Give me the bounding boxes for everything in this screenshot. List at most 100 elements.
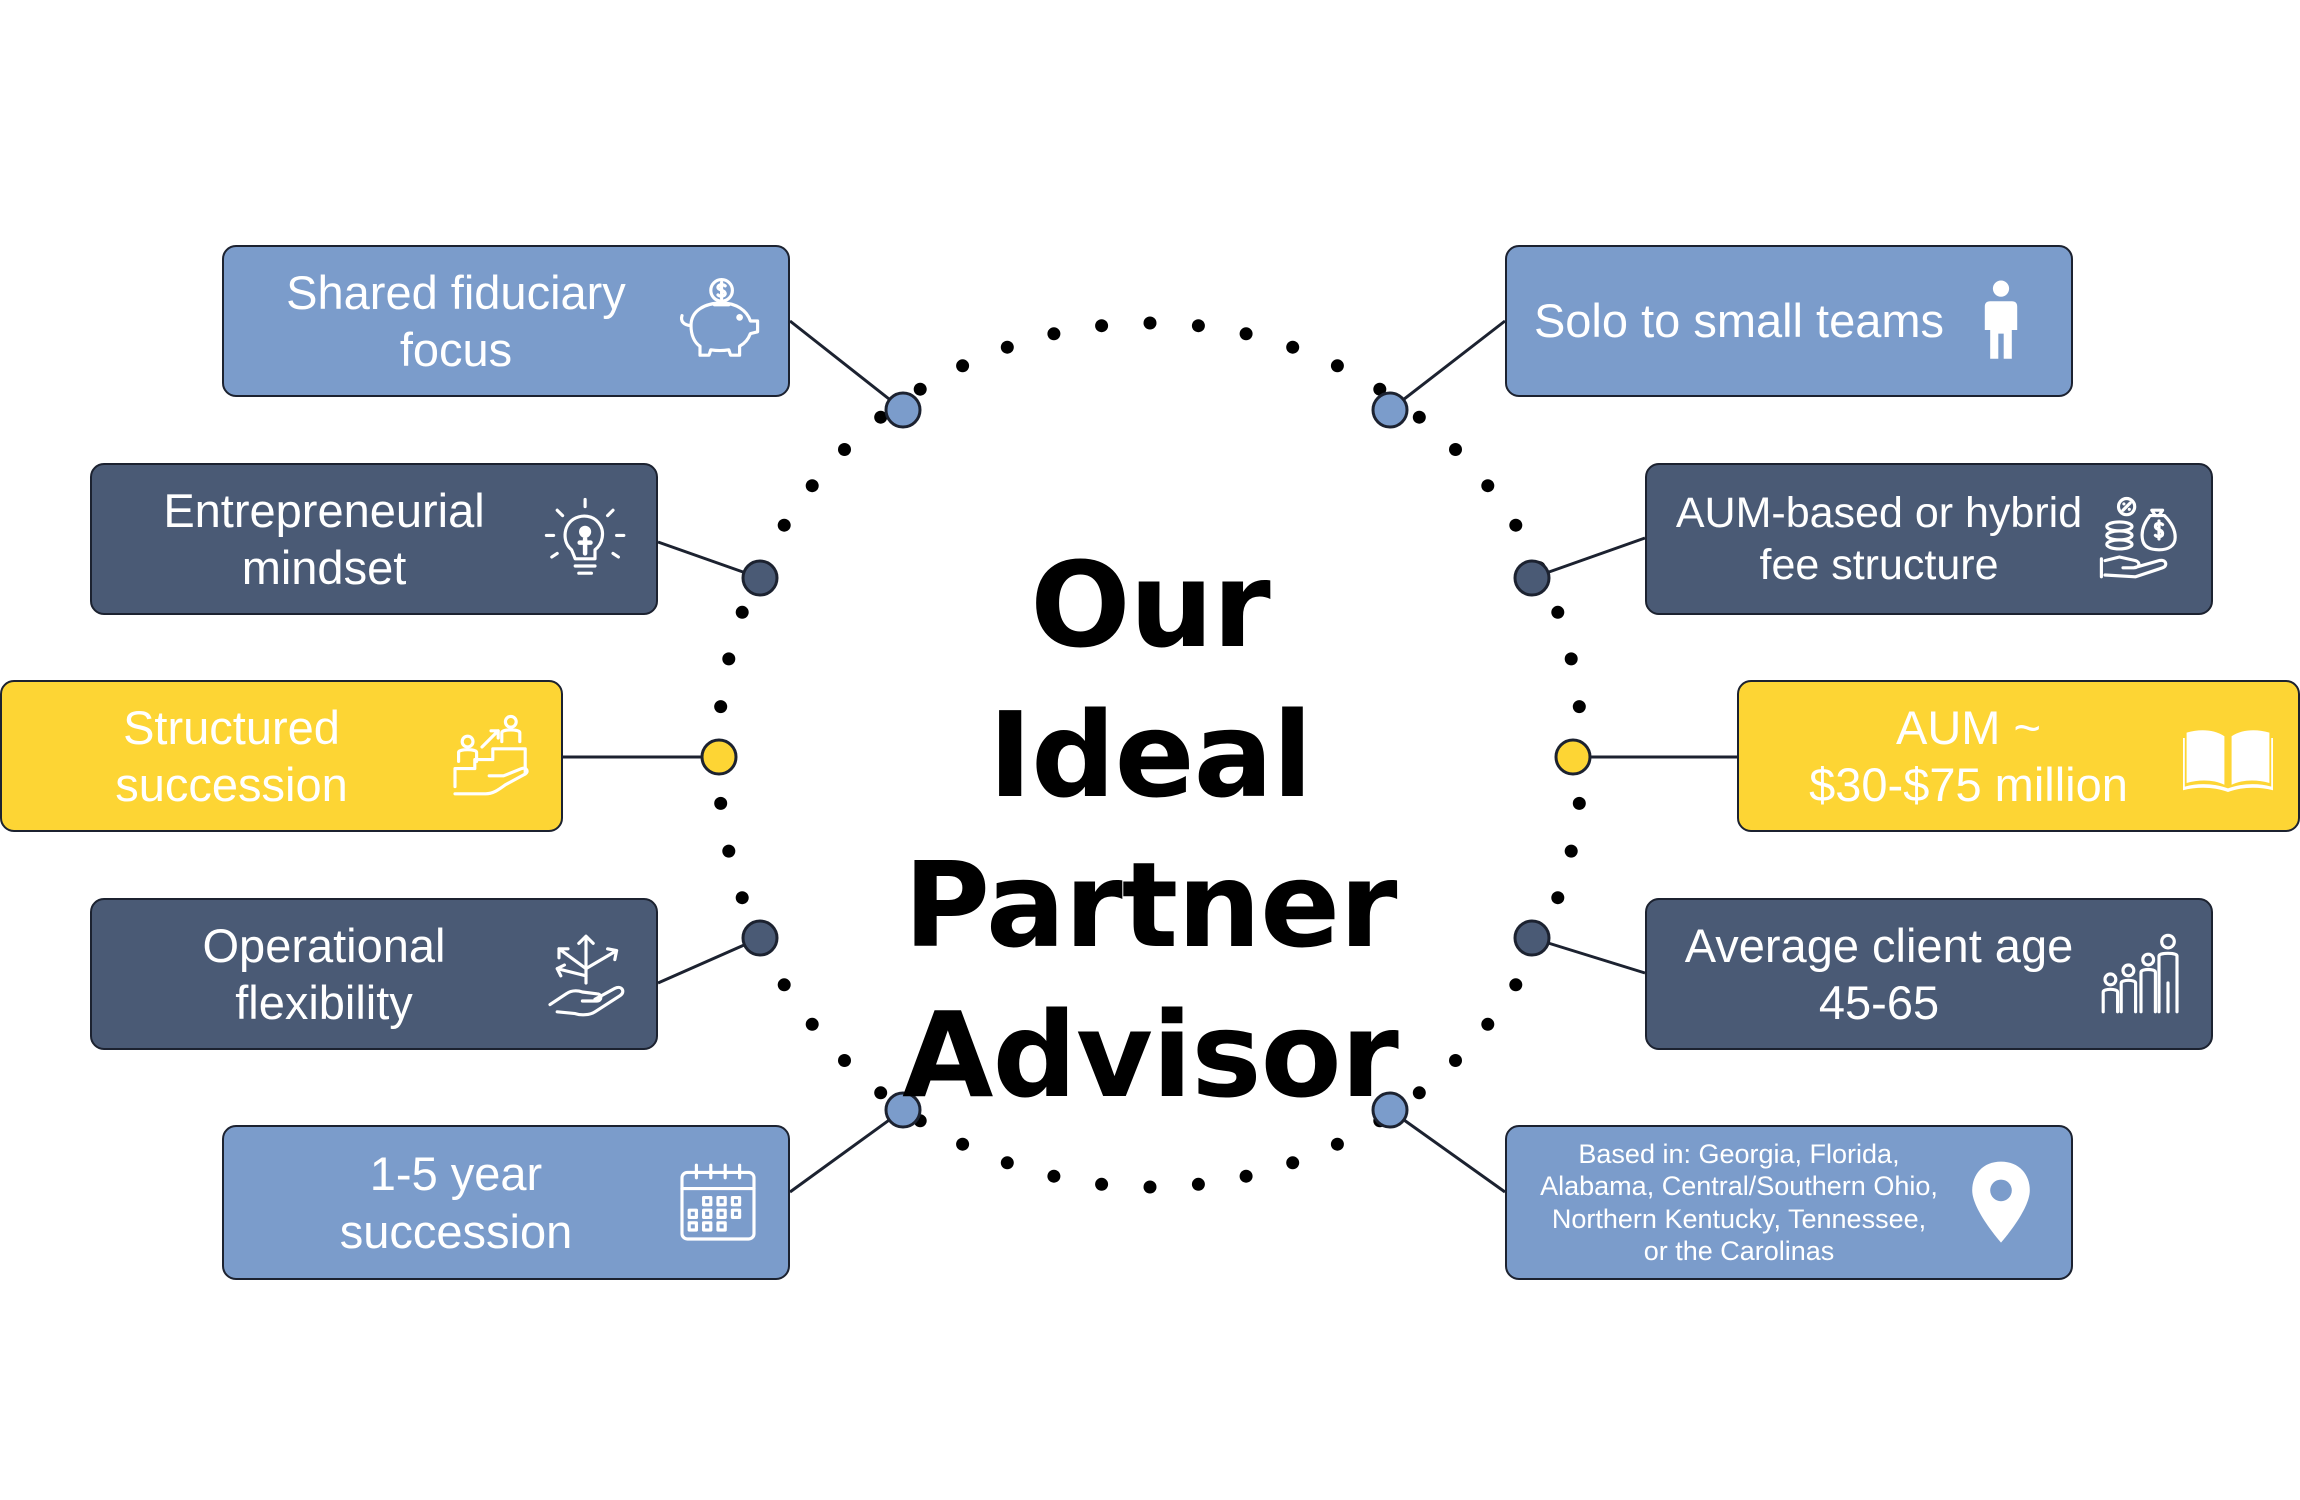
card-line: 1-5 year	[369, 1147, 543, 1201]
ring-dot	[714, 700, 728, 714]
ring-dot	[1449, 443, 1462, 456]
connector-line	[789, 319, 904, 412]
ring-dot	[1286, 1156, 1300, 1170]
ring-dot	[1572, 796, 1586, 810]
card-line: Based in: Georgia, Florida,	[1578, 1138, 1900, 1169]
connector-node	[741, 559, 779, 597]
ring-dot	[1509, 978, 1523, 992]
ring-dot	[1239, 327, 1253, 341]
card-line: Alabama, Central/Southern Ohio,	[1540, 1171, 1938, 1202]
card-line: mindset	[241, 541, 407, 594]
connector-node	[1554, 738, 1592, 776]
card-average-client-age: Average client age 45-65	[1645, 898, 2213, 1050]
card-line: 45-65	[1818, 976, 1940, 1029]
ring-dot	[956, 359, 970, 373]
ring-dot	[1412, 1086, 1426, 1100]
card-line: Structured	[123, 700, 340, 754]
card-line: $30-$75 million	[1809, 758, 2128, 811]
connector-line	[1389, 319, 1506, 412]
ring-dot	[777, 518, 791, 532]
location-pin-icon	[1953, 1155, 2049, 1251]
ring-dot	[1330, 1137, 1344, 1151]
ring-dot	[1373, 382, 1387, 396]
ring-dot	[1330, 359, 1344, 373]
piggy-bank-icon	[670, 273, 766, 369]
connector-line	[657, 936, 761, 985]
card-aum-based-or-hybrid-fee-structure: AUM-based or hybrid fee structure	[1645, 463, 2213, 615]
ring-dot	[874, 1086, 888, 1100]
ring-dot	[714, 796, 728, 810]
ring-dot	[1143, 1180, 1157, 1194]
ring-dot	[1449, 1054, 1462, 1067]
ring-dot	[1000, 340, 1014, 354]
title-line-2: Partner	[903, 836, 1398, 974]
connector-lines	[563, 319, 1737, 1194]
card-line: or the Carolinas	[1643, 1235, 1835, 1266]
connector-node	[1371, 1091, 1409, 1129]
ring-dot	[1412, 410, 1426, 424]
dotted-ring	[711, 316, 1589, 1194]
ring-dot	[805, 1017, 819, 1031]
ring-dot	[722, 844, 736, 858]
connector-line	[1531, 536, 1646, 580]
family-icon	[2093, 926, 2189, 1022]
person-icon	[1953, 273, 2049, 369]
ring-dot	[1286, 340, 1300, 354]
card-line: flexibility	[235, 976, 413, 1029]
ring-dot	[1047, 1169, 1061, 1183]
ring-dot	[1239, 1169, 1253, 1183]
ring-dot	[1572, 700, 1586, 714]
ring-dot	[1564, 844, 1578, 858]
connector-node	[700, 738, 738, 776]
calendar-icon	[670, 1155, 766, 1251]
connector-nodes	[700, 391, 1592, 1129]
hand-money-bag-icon	[2093, 491, 2189, 587]
connector-node	[884, 1091, 922, 1129]
ring-dot	[1481, 479, 1495, 493]
title-line-3: Advisor	[902, 986, 1399, 1124]
card-line: Entrepreneurial	[163, 483, 485, 537]
card-line: AUM ~	[1896, 700, 2041, 754]
card-line: AUM-based or hybrid	[1675, 488, 2083, 537]
ring-dot	[1564, 652, 1578, 666]
ring-dot	[874, 410, 888, 424]
card-solo-to-small-teams: Solo to small teams	[1505, 245, 2073, 397]
connector-node	[1371, 391, 1409, 429]
ring-dot	[838, 443, 851, 456]
ring-dot	[1047, 327, 1061, 341]
connector-line	[789, 1108, 904, 1194]
card-1-5-year-succession: 1-5 year succession	[222, 1125, 790, 1280]
card-aum-30-75-million: AUM ~ $30-$75 million	[1737, 680, 2300, 832]
connector-line	[1389, 1108, 1506, 1194]
card-line: focus	[399, 323, 513, 376]
card-line: Shared fiduciary	[286, 265, 626, 319]
card-based-in-locations: Based in: Georgia, Florida, Alabama, Cen…	[1505, 1125, 2073, 1280]
hand-arrows-icon	[538, 926, 634, 1022]
connector-node	[1513, 919, 1551, 957]
connector-node	[1513, 559, 1551, 597]
card-line: Northern Kentucky, Tennessee,	[1551, 1203, 1927, 1234]
connector-node	[884, 391, 922, 429]
connector-node	[741, 919, 779, 957]
ring-dot	[913, 382, 927, 396]
succession-steps-icon	[443, 708, 539, 804]
ring-dot	[735, 605, 749, 619]
card-line: succession	[115, 758, 348, 811]
ring-dot	[1000, 1156, 1014, 1170]
card-line: Operational	[202, 918, 446, 972]
card-line: Solo to small teams	[1533, 294, 1945, 348]
card-entrepreneurial-mindset: Entrepreneurial mindset	[90, 463, 658, 615]
title-line-1: Our Ideal	[988, 536, 1312, 824]
ring-dot	[777, 978, 791, 992]
ring-dot	[1143, 316, 1157, 330]
ring-dot	[1481, 1017, 1495, 1031]
card-operational-flexibility: Operational flexibility	[90, 898, 658, 1050]
card-line: fee structure	[1759, 541, 1999, 589]
lightbulb-person-icon	[538, 491, 634, 587]
open-book-icon	[2180, 708, 2276, 804]
ring-dot	[1509, 518, 1523, 532]
card-structured-succession: Structured succession	[0, 680, 563, 832]
ring-dot	[1551, 891, 1565, 905]
card-line: Average client age	[1684, 918, 2074, 972]
